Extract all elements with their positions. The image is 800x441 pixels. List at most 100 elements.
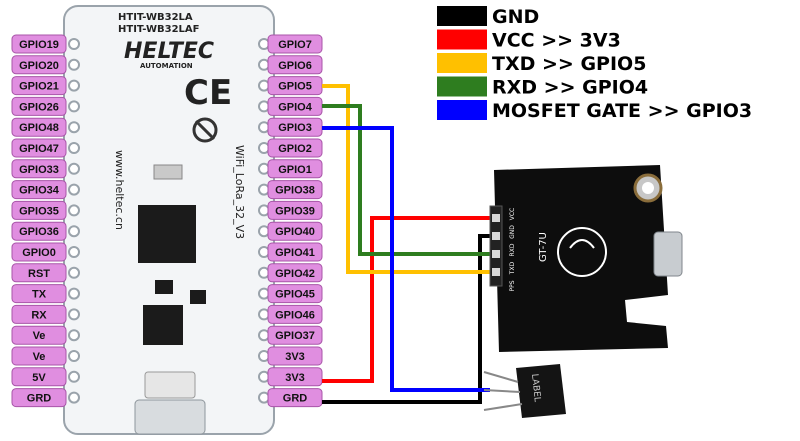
legend-label: TXD >> GPIO5	[492, 53, 646, 75]
pin-label-right-5: GPIO2	[267, 138, 323, 158]
battery-connector	[144, 371, 196, 399]
header-hole	[68, 204, 80, 217]
legend-entry: GND	[437, 6, 539, 28]
pin-label-right-13: GPIO46	[267, 304, 323, 324]
legend-swatch	[437, 6, 487, 26]
module-pin-label: TXD	[509, 261, 516, 275]
header-hole	[68, 266, 80, 279]
header-hole	[68, 38, 80, 50]
pin-label-left-5: GPIO47	[11, 138, 67, 158]
pin-name: GPIO4	[278, 101, 313, 113]
ce-mark: CE	[184, 73, 232, 113]
pin-name: GPIO3	[278, 122, 312, 134]
pin-name: GPIO19	[19, 39, 59, 51]
header-hole	[68, 58, 80, 71]
header-hole	[68, 121, 80, 134]
pin-label-right-1: GPIO6	[267, 55, 323, 75]
pin-name: Ve	[33, 330, 46, 342]
pin-name: GPIO46	[275, 309, 315, 321]
legend-entry: RXD >> GPIO4	[437, 76, 648, 99]
right-pin-labels: GPIO7GPIO6GPIO5GPIO4GPIO3GPIO2GPIO1GPIO3…	[267, 34, 323, 408]
pin-label-right-10: GPIO41	[267, 242, 323, 262]
pin-name: GPIO7	[278, 39, 312, 51]
pin-name: GPIO40	[275, 226, 315, 238]
header-hole	[68, 225, 80, 238]
header-hole	[68, 308, 80, 321]
pin-name: GPIO35	[19, 205, 59, 217]
usb-port	[134, 399, 206, 435]
pin-label-right-16: 3V3	[267, 367, 323, 387]
pin-name: GPIO20	[19, 60, 59, 72]
pin-label-right-0: GPIO7	[267, 34, 323, 54]
legend-entry: MOSFET GATE >> GPIO3	[437, 100, 752, 122]
weee-icon	[192, 117, 218, 143]
pin-label-right-4: GPIO3	[267, 117, 323, 137]
pin-label-right-11: GPIO42	[267, 263, 323, 283]
legend-label: VCC >> 3V3	[492, 30, 621, 52]
pin-name: GPIO33	[19, 164, 59, 176]
legend-label: RXD >> GPIO4	[492, 77, 648, 99]
legend-swatch	[437, 76, 487, 97]
legend-label: GND	[492, 6, 539, 28]
pin-name: GPIO34	[19, 185, 60, 197]
board-model-top: HTIT-WB32LA	[118, 12, 193, 23]
pin-label-left-14: Ve	[11, 325, 67, 345]
legend-entry: TXD >> GPIO5	[437, 53, 646, 75]
module-pin-label: RXD	[509, 243, 516, 256]
legend-entry: VCC >> 3V3	[437, 29, 621, 52]
board-brand: HELTEC	[124, 39, 214, 64]
header-hole	[68, 79, 80, 92]
small-chip-2	[190, 290, 206, 304]
mosfet-transistor: LABEL	[483, 364, 566, 418]
header-hole	[68, 246, 80, 258]
pin-label-left-9: GPIO36	[11, 221, 67, 241]
pin-label-left-10: GPIO0	[11, 242, 67, 262]
pin-name: GPIO0	[22, 247, 56, 259]
pin-name: Ve	[33, 351, 46, 363]
module-usb-port	[653, 231, 683, 277]
pin-name: GRD	[27, 393, 52, 405]
pin-label-left-16: 5V	[11, 367, 67, 387]
pin-label-left-4: GPIO48	[11, 117, 67, 137]
board-brand-sub: AUTOMATION	[140, 62, 193, 70]
pin-label-left-7: GPIO34	[11, 180, 67, 200]
pin-name: GPIO6	[278, 60, 312, 72]
pin-label-left-13: RX	[11, 304, 67, 324]
header-holes-left	[68, 38, 80, 404]
pin-name: TX	[32, 289, 47, 301]
pin-label-left-11: RST	[11, 263, 67, 283]
pin-name: 5V	[32, 372, 46, 384]
pin-label-right-15: 3V3	[267, 346, 323, 366]
board-model-bottom: HTIT-WB32LAF	[118, 24, 199, 35]
heltec-board: HTIT-WB32LA HTIT-WB32LAF HELTEC AUTOMATI…	[63, 5, 275, 435]
legend-swatch	[437, 100, 487, 120]
pin-label-right-6: GPIO1	[267, 159, 323, 179]
esp32-chip	[138, 205, 196, 263]
wire-vcc	[322, 216, 500, 383]
pin-label-left-0: GPIO19	[11, 34, 67, 54]
pin-label-left-17: GRD	[11, 388, 67, 408]
board-product: WiFi_LoRa_32_V3	[233, 145, 246, 239]
pin-name: GPIO1	[278, 164, 312, 176]
wire-rxd	[322, 104, 500, 256]
pin-name: GPIO48	[19, 122, 59, 134]
small-chip	[155, 280, 173, 294]
wires	[322, 84, 500, 404]
module-header	[489, 205, 503, 287]
pin-label-left-8: GPIO35	[11, 200, 67, 220]
legend-swatch	[437, 53, 487, 73]
pin-name: GPIO36	[19, 226, 59, 238]
pin-name: RX	[31, 309, 47, 321]
header-hole	[68, 391, 80, 404]
pin-label-left-3: GPIO26	[11, 96, 67, 116]
pin-label-left-15: Ve	[11, 346, 67, 366]
pin-name: GPIO5	[278, 81, 312, 93]
module-pin-label: VCC	[509, 208, 516, 220]
pin-label-left-6: GPIO33	[11, 159, 67, 179]
pin-label-right-17: GRD	[267, 388, 323, 408]
pin-label-right-9: GPIO40	[267, 221, 323, 241]
pin-name: GPIO39	[275, 205, 315, 217]
pin-name: GPIO21	[19, 81, 59, 93]
